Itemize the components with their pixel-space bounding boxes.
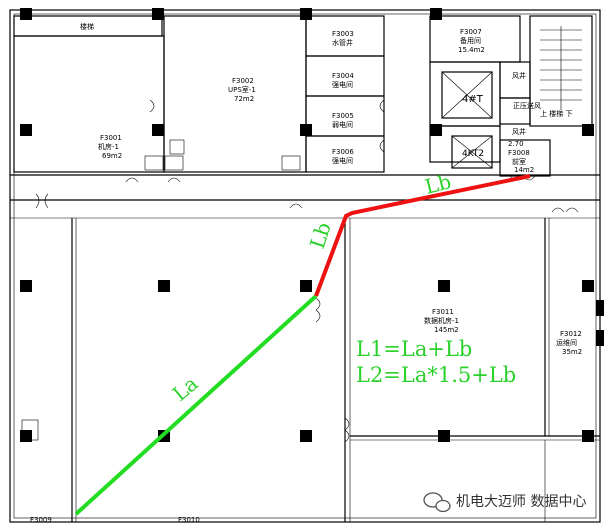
elevator-2-label: 4KT2: [462, 149, 484, 159]
watermark: 机电大迈师 数据中心: [423, 492, 586, 513]
stair-label: 上 楼梯 下: [540, 109, 572, 118]
doors: [35, 99, 579, 443]
room-f3004-name: 强电间: [332, 80, 353, 89]
room-f3012-code: F3012: [560, 330, 582, 338]
columns: [20, 8, 604, 442]
room-f3006-name: 强电间: [332, 156, 353, 165]
room-f3002-code: F3002: [232, 77, 254, 85]
wechat-icon: [423, 492, 451, 513]
lower-rooms: [21, 218, 600, 522]
room-f3011-code: F3011: [432, 308, 454, 316]
room-f3008-area: 14m2: [514, 166, 534, 174]
room-f3007-code: F3007: [460, 28, 482, 36]
room-f3001-area: 69m2: [102, 152, 122, 160]
room-f3005-name: 弱电间: [332, 120, 353, 129]
label-la: La: [168, 371, 203, 406]
room-f3008-name: 前室: [512, 157, 526, 166]
shaft-b-label: 正压送风: [513, 101, 541, 110]
outer-walls: [9, 9, 601, 523]
equation-l2: L2=La*1.5+Lb: [356, 363, 516, 387]
room-f3003-name: 水管井: [332, 38, 353, 47]
room-f3009-code: F3009: [30, 516, 52, 524]
room-f3010-code: F3010: [178, 516, 200, 524]
room-f3012-name: 运维间: [556, 338, 577, 347]
room-f3008-level: 2.70: [508, 140, 524, 148]
room-f3005-code: F3005: [332, 112, 354, 120]
watermark-text: 机电大迈师 数据中心: [456, 494, 586, 510]
room-f3008-code: F3008: [508, 149, 530, 157]
shaft-c-label: 风井: [512, 127, 526, 136]
room-f3011-area: 145m2: [434, 326, 459, 334]
room-f3007-name: 备用间: [460, 36, 481, 45]
route-la: [74, 294, 318, 516]
room-f3001-code: F3001: [100, 134, 122, 142]
room-f3003-code: F3003: [332, 30, 354, 38]
elevator-1-label: 4#T: [462, 94, 484, 105]
shaft-a-label: 风井: [512, 71, 526, 80]
room-f3011-name: 数据机房-1: [424, 316, 459, 325]
room-top-name: 楼梯: [80, 22, 94, 31]
equation-l1: L1=La+Lb: [356, 337, 472, 361]
room-f3002-name: UPS室-1: [228, 85, 256, 94]
room-f3001-name: 机房-1: [98, 142, 119, 151]
room-f3006-code: F3006: [332, 148, 354, 156]
room-labels: 楼梯 F3001 机房-1 69m2 F3002 UPS室-1 72m2 F30…: [30, 22, 582, 524]
room-f3007-area: 15.4m2: [458, 46, 485, 54]
room-f3012-area: 35m2: [562, 348, 582, 356]
route-lb: [314, 174, 531, 297]
upper-rooms: [13, 15, 593, 177]
cable-routes: [74, 174, 531, 516]
room-f3004-code: F3004: [332, 72, 354, 80]
label-lb-lower: Lb: [305, 219, 336, 251]
room-f3002-area: 72m2: [234, 95, 254, 103]
